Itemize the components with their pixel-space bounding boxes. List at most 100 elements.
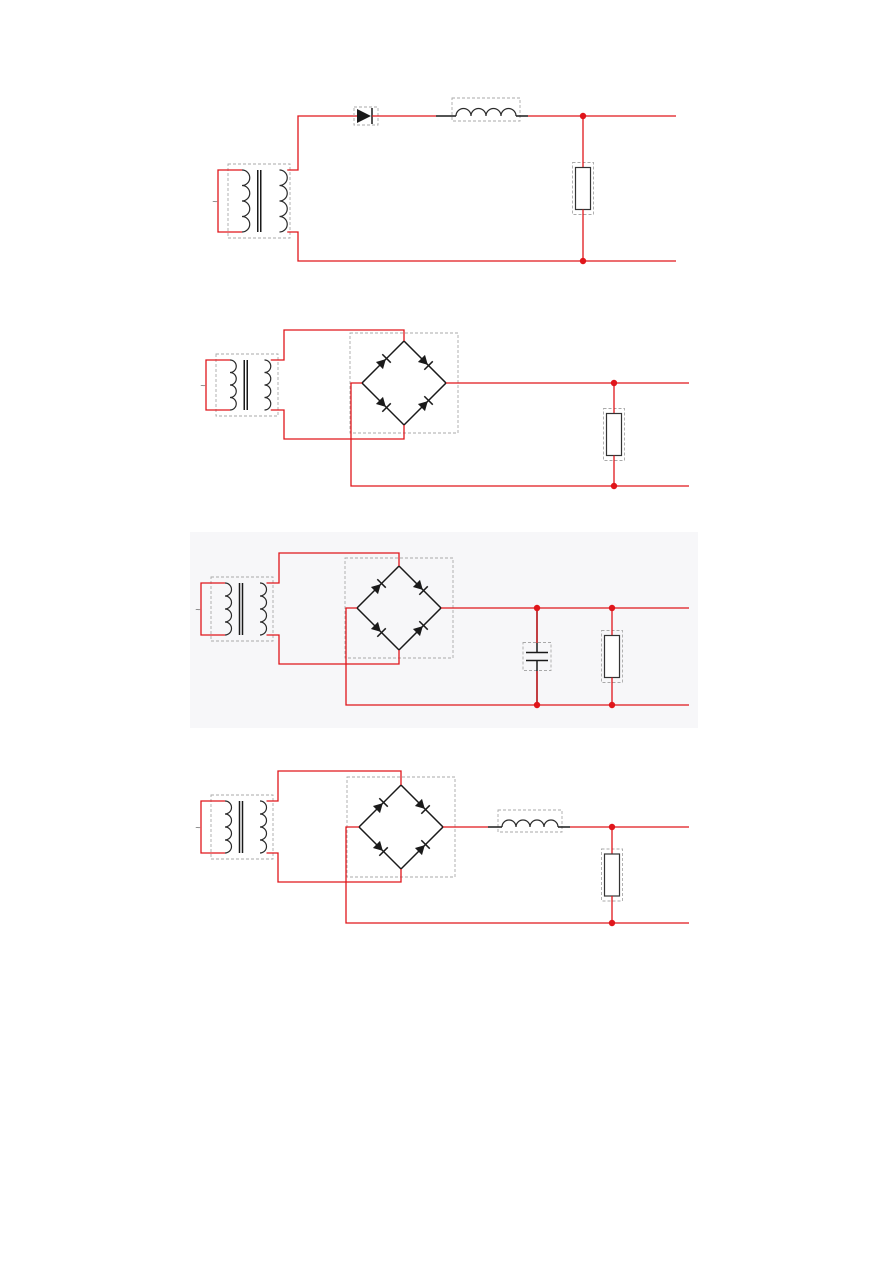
- ac-symbol-text: ~: [195, 824, 201, 832]
- bridge-diamond: [360, 340, 448, 427]
- bridge-diode: [412, 620, 429, 637]
- resistor-body: [574, 166, 592, 211]
- diode-bar: [378, 797, 389, 808]
- load-resistor: [603, 383, 625, 486]
- transformer-outline: [215, 353, 279, 417]
- inductor-coil: [501, 819, 559, 828]
- diode-triangle: [412, 626, 423, 637]
- bridge-diode: [375, 396, 392, 413]
- transformer: ~: [200, 353, 279, 417]
- diode-triangle: [414, 845, 425, 856]
- output-negative-wire: [345, 826, 689, 924]
- bridge-outline: [349, 332, 459, 434]
- bridge-diode: [417, 354, 434, 371]
- diode-triangle: [372, 840, 383, 851]
- bridge-diode: [414, 839, 431, 856]
- diode-triangle: [417, 354, 428, 365]
- figure-half-wave-rectifier-inductor: ~: [212, 97, 676, 265]
- secondary-winding: [264, 359, 272, 411]
- bridge-diode: [375, 353, 392, 370]
- diode-triangle: [375, 396, 386, 407]
- wire-top-left: [287, 115, 357, 171]
- inductor-outline: [451, 97, 521, 122]
- bridge-diode: [412, 579, 429, 596]
- diode-bar: [423, 360, 434, 371]
- junction-dot: [608, 919, 616, 927]
- diode-triangle: [357, 109, 371, 123]
- transformer: ~: [212, 163, 291, 239]
- junction-dot: [533, 701, 541, 709]
- junction-dot: [608, 701, 616, 709]
- resistor-body: [603, 634, 621, 679]
- junction-dot: [533, 604, 541, 612]
- bridge-diode: [370, 578, 387, 595]
- primary-winding: [224, 800, 233, 854]
- load-resistor: [572, 116, 594, 261]
- secondary-winding: [279, 169, 288, 233]
- diode-bar: [376, 578, 387, 589]
- ac-source-wire: [200, 582, 225, 636]
- junction-dot: [610, 482, 618, 490]
- resistor-body: [605, 412, 623, 457]
- ac-source-wire: [217, 169, 242, 233]
- ac-symbol-text: ~: [200, 382, 206, 390]
- figure-bridge-rectifier: ~: [200, 329, 689, 490]
- diode-triangle: [372, 803, 383, 814]
- figure-bridge-rectifier-inductor: ~: [195, 770, 689, 927]
- ac-source-wire: [200, 800, 225, 854]
- diode-bridge: [346, 776, 456, 878]
- bridge-diamond: [357, 784, 445, 871]
- diode-triangle: [370, 621, 381, 632]
- diode-bar: [420, 839, 431, 850]
- inductor-outline: [497, 809, 563, 833]
- bridge-diode: [417, 395, 434, 412]
- primary-winding: [241, 169, 251, 233]
- diode-triangle: [412, 579, 423, 590]
- bridge-outline: [346, 776, 456, 878]
- diode-bar: [378, 846, 389, 857]
- junction-dot: [610, 379, 618, 387]
- bridge-diode: [372, 840, 389, 857]
- filter-inductor: [451, 97, 521, 122]
- diode-triangle: [370, 584, 381, 595]
- bridge-diode: [372, 797, 389, 814]
- diode-bar: [418, 585, 429, 596]
- secondary-winding: [259, 800, 268, 854]
- diode-bar: [381, 353, 392, 364]
- diode-bar: [423, 395, 434, 406]
- output-negative-wire: [350, 382, 689, 487]
- diode-triangle: [417, 401, 428, 412]
- figure-bridge-rectifier-capacitor: ~: [190, 532, 698, 728]
- bridge-diode: [414, 798, 431, 815]
- ac-source-wire: [205, 359, 230, 411]
- filter-inductor: [497, 809, 563, 833]
- diode-bar: [418, 620, 429, 631]
- figure-background: [190, 532, 698, 728]
- resistor-body: [603, 853, 621, 897]
- diode-bridge: [349, 332, 459, 434]
- wire-ac-top: [266, 770, 402, 802]
- junction-dot: [608, 823, 616, 831]
- junction-dot: [579, 112, 587, 120]
- load-resistor: [601, 608, 623, 705]
- wire-ac-bottom: [270, 409, 405, 440]
- junction-dot: [579, 257, 587, 265]
- inductor-coil: [455, 107, 517, 117]
- diode-bar: [376, 627, 387, 638]
- load-resistor: [601, 827, 623, 923]
- output-negative-wire: [345, 607, 689, 706]
- transformer-outline: [210, 794, 274, 860]
- ac-symbol-text: ~: [212, 198, 218, 206]
- bridge-diode: [370, 621, 387, 638]
- wire-ac-bottom: [266, 852, 402, 883]
- diode-triangle: [414, 798, 425, 809]
- wire-ac-top: [270, 329, 405, 361]
- wire-ac-top: [266, 552, 400, 584]
- junction-dot: [608, 604, 616, 612]
- transformer: ~: [195, 576, 274, 642]
- transformer: ~: [195, 794, 274, 860]
- diode-triangle: [375, 359, 386, 370]
- transformer-outline: [227, 163, 291, 239]
